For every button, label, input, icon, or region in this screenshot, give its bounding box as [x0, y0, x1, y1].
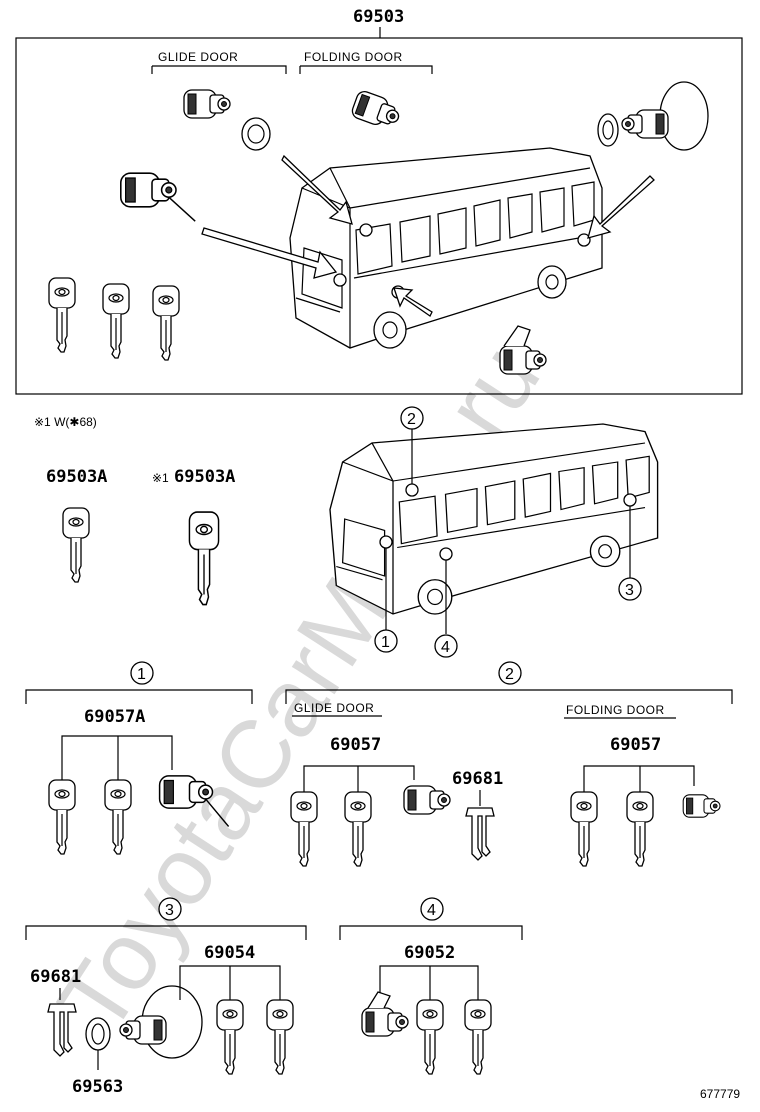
side-door-lock — [499, 325, 547, 375]
callout-point-front — [379, 535, 393, 549]
top-bus-point-front — [333, 273, 347, 287]
group1-key-1 — [48, 779, 76, 855]
group3-lock-part-number: 69054 — [204, 943, 255, 963]
svg-text:4: 4 — [441, 639, 450, 656]
footnote: ※1 W(✱68) — [34, 415, 97, 429]
top-bus-point-roof — [359, 223, 373, 237]
group1-bracket — [25, 689, 253, 704]
group3-marker: 3 — [158, 897, 182, 921]
callout-marker-2: 2 — [400, 406, 424, 430]
glide-door-ring — [241, 117, 271, 151]
group2-marker: 2 — [498, 661, 522, 685]
top-arrows — [201, 154, 655, 317]
rear-door-lock — [621, 81, 709, 151]
callout-point-rear — [623, 493, 637, 507]
key-a — [62, 507, 90, 583]
callout-point-door — [439, 547, 453, 561]
ignition-cylinder — [120, 172, 196, 222]
svg-text:3: 3 — [625, 582, 634, 599]
group1-key-2 — [104, 779, 132, 855]
group1-part-number: 69057A — [84, 707, 145, 727]
group1-marker: 1 — [130, 661, 154, 685]
top-bus-point-rear — [577, 233, 591, 247]
top-folding-door-label: FOLDING DOOR — [304, 50, 403, 64]
group1-ignition-cylinder — [158, 775, 230, 827]
group3-ring-part-number: 69563 — [72, 1077, 123, 1097]
key-b-part-number: 69503A — [174, 467, 235, 487]
group2-folding-door-label: FOLDING DOOR — [566, 703, 665, 717]
group3-clip-part-number: 69681 — [30, 967, 81, 987]
glide-door-cylinder — [183, 89, 231, 119]
group2-glide-door-label: GLIDE DOOR — [294, 701, 374, 715]
svg-text:2: 2 — [505, 666, 514, 683]
group2-glide-key-1 — [290, 791, 318, 867]
group2-folding-key-1 — [570, 791, 598, 867]
group3-ring — [85, 1017, 111, 1051]
group4-bracket — [339, 925, 523, 940]
callout-bus — [329, 423, 659, 615]
group4-marker: 4 — [420, 897, 444, 921]
group2-folding-part-number: 69057 — [610, 735, 661, 755]
top-glide-bracket — [151, 65, 287, 74]
svg-text:1: 1 — [137, 666, 146, 683]
svg-text:1: 1 — [381, 634, 390, 651]
top-folding-bracket — [299, 65, 433, 74]
group2-clip — [465, 807, 495, 861]
group4-lock-cylinder — [361, 991, 409, 1037]
group3-lock — [119, 985, 203, 1059]
top-key-3 — [152, 285, 180, 361]
callout-marker-3: 3 — [618, 577, 642, 601]
top-key-2 — [102, 283, 130, 359]
group2-glide-leader — [303, 765, 415, 792]
group4-lock-leader — [379, 965, 479, 1000]
group2-bracket — [285, 689, 733, 704]
group2-folding-key-2 — [626, 791, 654, 867]
top-frame — [15, 37, 743, 395]
group2-glide-cylinder — [403, 785, 451, 815]
key-b — [188, 511, 220, 606]
svg-text:4: 4 — [427, 902, 436, 919]
folding-door-cylinder — [349, 88, 404, 133]
callout-point-roof — [405, 483, 419, 497]
group2-clip-part-number: 69681 — [452, 769, 503, 789]
group3-key-2 — [266, 999, 294, 1075]
rear-door-ring — [597, 113, 619, 147]
top-key-1 — [48, 277, 76, 353]
key-a-part-number: 69503A — [46, 467, 107, 487]
callout-marker-1: 1 — [374, 629, 398, 653]
svg-text:2: 2 — [407, 411, 416, 428]
drawing-code: 677779 — [700, 1087, 740, 1101]
group3-clip — [47, 1003, 77, 1057]
group2-folding-leader — [583, 765, 695, 792]
key-b-prefix: ※1 — [152, 471, 169, 485]
top-bus — [289, 147, 603, 349]
top-glide-door-label: GLIDE DOOR — [158, 50, 238, 64]
callout-marker-4: 4 — [434, 634, 458, 658]
group4-lock-part-number: 69052 — [404, 943, 455, 963]
group2-glide-key-2 — [344, 791, 372, 867]
group1-leader — [61, 735, 173, 780]
group3-lock-leader — [179, 965, 281, 1000]
group3-key-1 — [216, 999, 244, 1075]
svg-text:3: 3 — [165, 902, 174, 919]
group2-glide-part-number: 69057 — [330, 735, 381, 755]
group2-folding-cylinder — [682, 794, 721, 818]
group4-key-1 — [416, 999, 444, 1075]
top-part-number: 69503 — [353, 7, 404, 27]
group4-key-2 — [464, 999, 492, 1075]
group3-bracket — [25, 925, 307, 940]
